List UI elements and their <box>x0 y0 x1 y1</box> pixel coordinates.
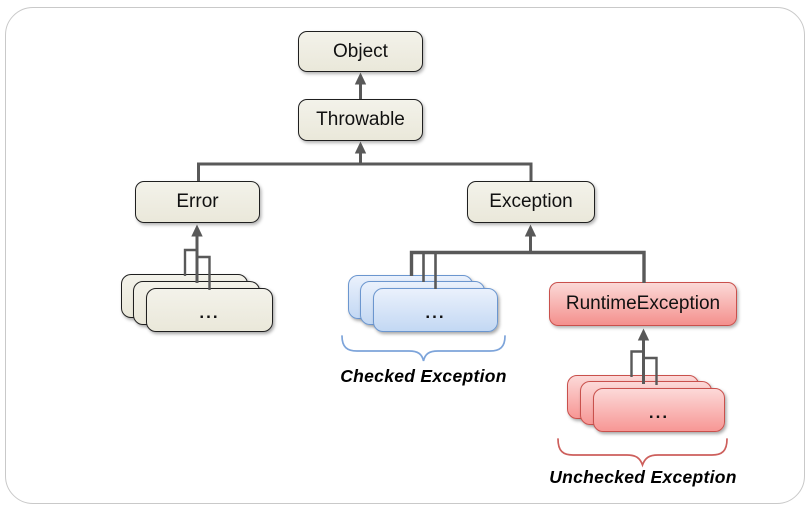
node-object: Object <box>298 31 423 72</box>
stack-layer-front: ... <box>593 388 725 432</box>
stack-layer-front: ... <box>146 288 273 332</box>
node-runtime-exception: RuntimeException <box>549 282 737 326</box>
checked-subclasses-label: ... <box>425 303 446 322</box>
slide-border <box>5 7 805 504</box>
unchecked-subclasses-label: ... <box>648 403 670 422</box>
node-throwable: Throwable <box>298 99 423 141</box>
node-throwable-label: Throwable <box>316 109 405 130</box>
error-subclasses-label: ... <box>199 303 220 322</box>
node-exception: Exception <box>467 181 595 223</box>
node-error-label: Error <box>176 191 219 212</box>
node-runtime-exception-label: RuntimeException <box>565 293 721 314</box>
node-error: Error <box>135 181 260 223</box>
node-object-label: Object <box>333 40 388 62</box>
unchecked-exception-annotation: Unchecked Exception <box>549 467 737 487</box>
node-exception-label: Exception <box>489 191 573 212</box>
checked-exception-annotation: Checked Exception <box>340 366 507 386</box>
stack-layer-front: ... <box>373 288 498 332</box>
